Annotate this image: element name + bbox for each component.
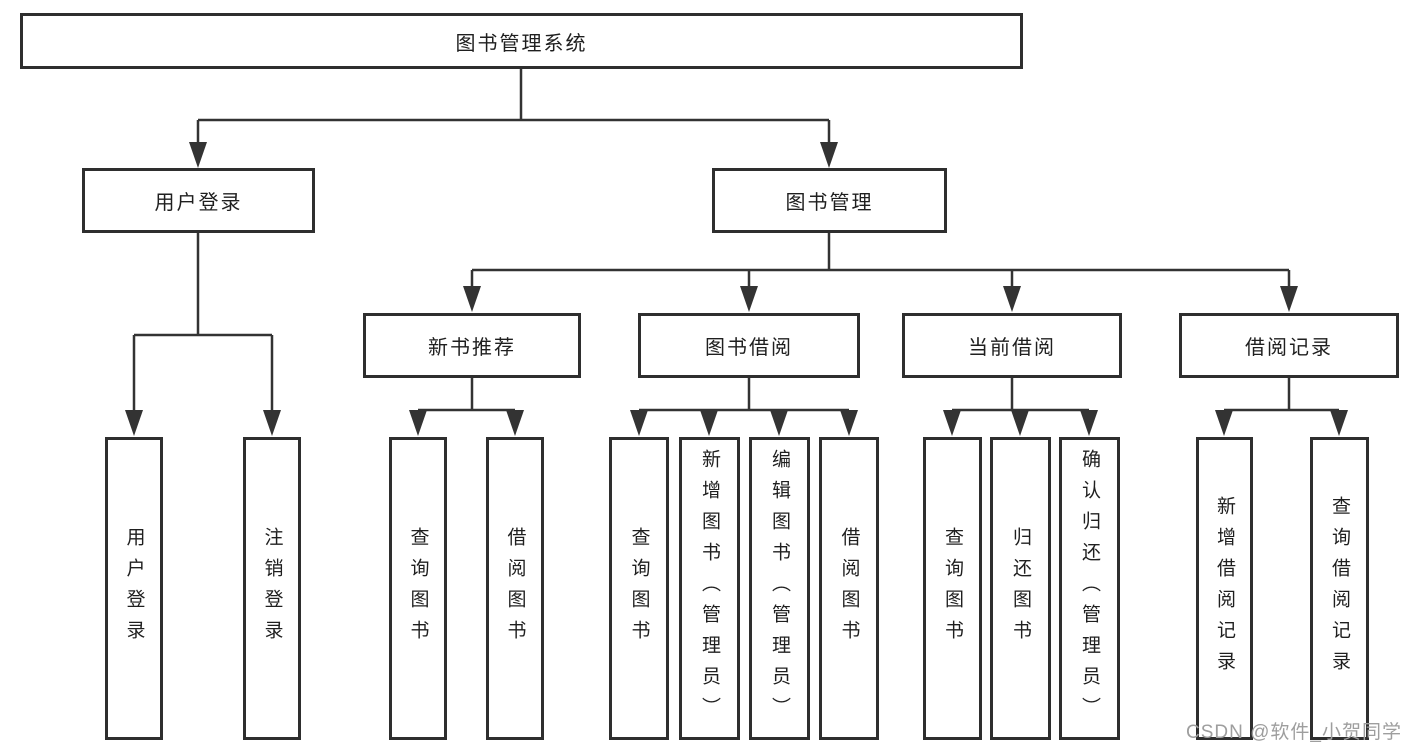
leaf-edit-books-admin: 编辑图书（管理员）: [749, 437, 810, 740]
leaf-label: 归还图书: [1010, 526, 1031, 651]
connector-book-mgmt-to-level3: [470, 233, 1291, 290]
leaf-label: 注销登录: [261, 526, 283, 651]
leaf-label: 查询借阅记录: [1329, 495, 1350, 682]
leaf-label: 编辑图书（管理员）: [769, 449, 790, 728]
leaf-return-books: 归还图书: [990, 437, 1051, 740]
connector-new-book-to-leaves: [416, 378, 517, 414]
leaf-label: 新增借阅记录: [1214, 495, 1235, 682]
leaf-query-books-2: 查询图书: [609, 437, 669, 740]
leaf-add-books-admin: 新增图书（管理员）: [679, 437, 740, 740]
arrowheads: [125, 142, 1348, 436]
connector-user-login-to-leaves: [132, 233, 274, 412]
leaf-label: 用户登录: [123, 526, 145, 651]
leaf-query-books-1: 查询图书: [389, 437, 447, 740]
leaf-borrow-books-1: 借阅图书: [486, 437, 544, 740]
leaf-label: 查询图书: [942, 526, 963, 651]
leaf-label: 查询图书: [628, 526, 650, 651]
connector-borrow-records-to-leaves: [1224, 378, 1339, 412]
leaf-label: 借阅图书: [504, 526, 526, 651]
leaf-user-login: 用户登录: [105, 437, 163, 740]
leaf-confirm-return-admin: 确认归还（管理员）: [1059, 437, 1120, 740]
leaf-label: 查询图书: [407, 526, 429, 651]
node-user-login: 用户登录: [82, 168, 315, 233]
csdn-watermark: CSDN @软件_小贺同学: [1186, 722, 1402, 743]
leaf-add-borrow-record: 新增借阅记录: [1196, 437, 1253, 740]
connector-current-borrow-to-leaves: [952, 378, 1089, 414]
leaf-label: 新增图书（管理员）: [699, 449, 720, 728]
node-new-book-recommend: 新书推荐: [363, 313, 581, 378]
leaf-query-borrow-record: 查询借阅记录: [1310, 437, 1369, 740]
leaf-query-books-3: 查询图书: [923, 437, 982, 740]
leaf-borrow-books-2: 借阅图书: [819, 437, 879, 740]
node-book-borrow: 图书借阅: [638, 313, 860, 378]
node-current-borrow: 当前借阅: [902, 313, 1122, 378]
node-borrow-records: 借阅记录: [1179, 313, 1399, 378]
leaf-label: 确认归还（管理员）: [1079, 449, 1100, 728]
node-root-system: 图书管理系统: [20, 13, 1023, 69]
node-book-management: 图书管理: [712, 168, 947, 233]
leaf-label: 借阅图书: [838, 526, 860, 651]
leaf-logout: 注销登录: [243, 437, 301, 740]
connector-root-to-level2: [196, 69, 831, 146]
connector-book-borrow-to-leaves: [639, 378, 849, 414]
